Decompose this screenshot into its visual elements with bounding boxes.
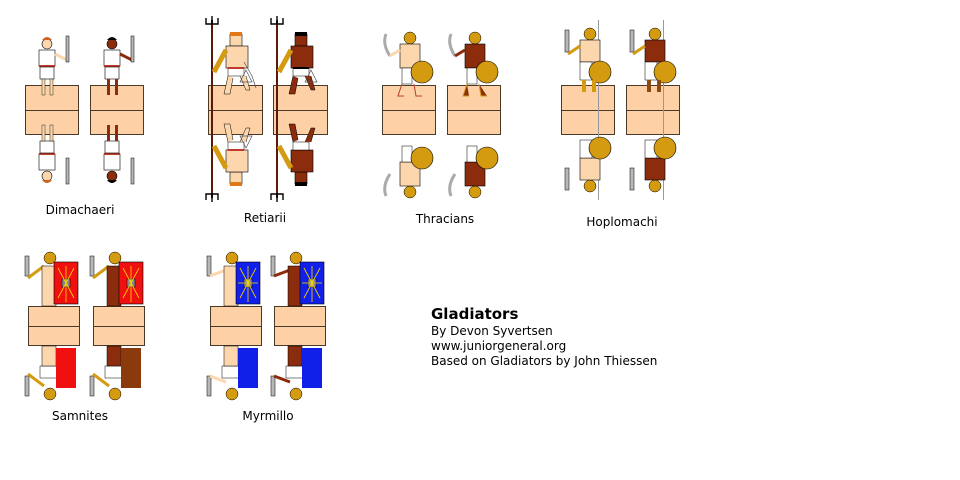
base-plate <box>274 306 326 346</box>
credits-block: Gladiators By Devon Syvertsen www.junior… <box>431 304 657 369</box>
base-plate <box>561 85 615 135</box>
base-plate <box>447 85 501 135</box>
base-plate <box>273 85 328 135</box>
base-plate <box>208 85 263 135</box>
source-credit: Based on Gladiators by John Thiessen <box>431 354 658 368</box>
unit-label: Thracians <box>415 212 475 226</box>
unit-label: Hoplomachi <box>586 215 658 229</box>
samnite-dark-figure <box>89 251 144 401</box>
unit-label: Retiarii <box>243 211 287 225</box>
base-plate <box>382 85 436 135</box>
base-plate <box>28 306 80 346</box>
base-plate <box>93 306 145 346</box>
samnite-light-figure <box>24 251 79 401</box>
myrmillo-light-figure <box>206 251 261 401</box>
retiarius-light-figure <box>205 16 257 202</box>
hoplomachus-light-figure <box>564 20 612 200</box>
dimachaerus-light-figure <box>38 35 70 185</box>
retiarius-dark-figure <box>270 16 318 202</box>
myrmillo-dark-figure <box>270 251 325 401</box>
unit-label: Dimachaeri <box>45 203 115 217</box>
author-credit: By Devon Syvertsen <box>431 324 553 338</box>
unit-label: Myrmillo <box>242 409 294 423</box>
unit-label: Samnites <box>52 409 108 423</box>
website-link: www.juniorgeneral.org <box>431 339 567 353</box>
base-plate <box>210 306 262 346</box>
sheet-title: Gladiators <box>431 305 519 323</box>
dimachaerus-dark-figure <box>103 35 135 185</box>
hoplomachus-dark-figure <box>629 20 677 200</box>
thracian-dark-figure <box>448 31 499 199</box>
base-plate <box>626 85 680 135</box>
thracian-light-figure <box>383 31 434 199</box>
